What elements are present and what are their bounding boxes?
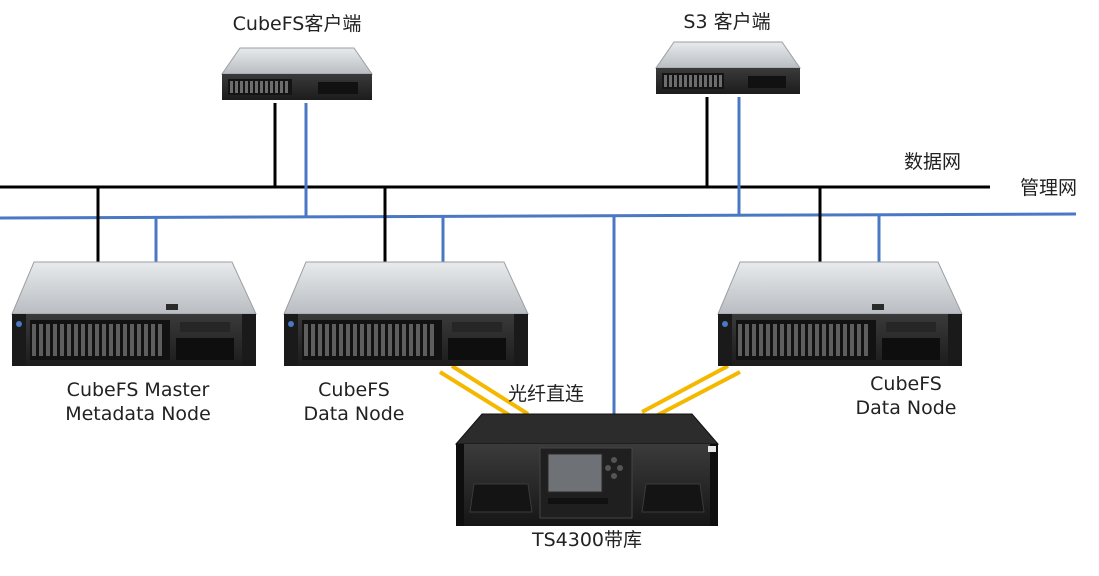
cubefs-client-label: CubeFS客户端	[232, 13, 362, 35]
cubefs-client-server-icon	[221, 47, 373, 100]
fiber-label: 光纤直连	[507, 383, 584, 405]
mgmt-network-line	[0, 212, 1077, 220]
s3-client-server-icon	[655, 41, 801, 94]
tape-library-label: TS4300带库	[531, 529, 643, 551]
data-node-1-label: CubeFS Data Node	[284, 378, 424, 426]
data-network-label: 数据网	[904, 151, 962, 173]
client-connections	[273, 97, 741, 217]
data-node-2-label-line1: CubeFS	[870, 373, 942, 395]
tape-library-icon	[454, 413, 720, 526]
data-node-2-label: CubeFS Data Node	[836, 372, 976, 420]
s3-client-label: S3 客户端	[683, 11, 771, 33]
node-connections	[96, 187, 881, 418]
data-node-1-server-icon	[283, 261, 529, 366]
mgmt-network-label: 管理网	[1020, 177, 1078, 199]
data-node-1-label-line1: CubeFS	[318, 379, 390, 401]
data-node-2-label-line2: Data Node	[855, 397, 957, 419]
master-node-label: CubeFS Master Metadata Node	[18, 378, 258, 426]
fiber-connections	[438, 364, 741, 420]
master-node-server-icon	[11, 261, 257, 366]
master-node-label-line1: CubeFS Master	[66, 379, 210, 401]
master-node-label-line2: Metadata Node	[65, 403, 211, 425]
data-node-1-label-line2: Data Node	[303, 403, 405, 425]
data-node-2-server-icon	[717, 261, 963, 366]
